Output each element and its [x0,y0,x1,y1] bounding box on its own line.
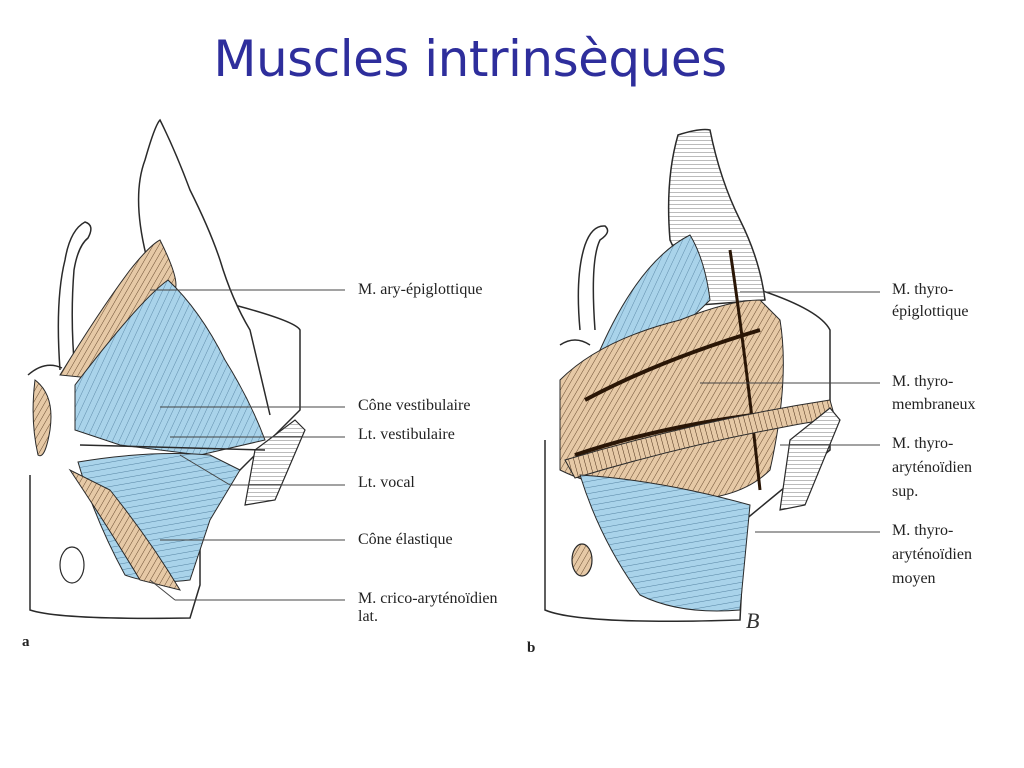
larynx-illustration [27,118,880,622]
panel-letter-a: a [22,634,30,650]
label-thyro-arytenoidien-sup-2: aryténoïdien [892,459,972,476]
panel-letter-b: b [527,640,536,656]
label-thyro-arytenoidien-moyen-1: M. thyro- [892,522,954,539]
label-cone-vestibulaire: Cône vestibulaire [358,397,471,414]
label-crico-arytenoidien-lat: lat. [358,608,378,625]
label-cone-elastique: Cône élastique [358,531,453,548]
label-thyro-arytenoidien-moyen-2: aryténoïdien [892,546,972,563]
label-thyro-arytenoidien-sup-1: M. thyro- [892,435,954,452]
label-ary-epiglottique: M. ary-épiglottique [358,281,483,298]
label-thyro-epiglottique-2: épiglottique [892,303,969,320]
slide-title: Muscles intrinsèques [213,30,727,88]
label-thyro-membraneux-1: M. thyro- [892,373,954,390]
label-lt-vocal: Lt. vocal [358,474,415,491]
label-thyro-membraneux-2: membraneux [892,396,976,413]
label-thyro-arytenoidien-moyen-3: moyen [892,570,936,587]
label-thyro-epiglottique-1: M. thyro- [892,281,954,298]
artist-signature: B [746,608,760,633]
label-crico-arytenoidien: M. crico-aryténoïdien [358,590,498,607]
label-thyro-arytenoidien-sup-3: sup. [892,483,919,500]
label-lt-vestibulaire: Lt. vestibulaire [358,426,455,443]
panel-a-drawing [27,118,345,620]
panel-b-drawing [544,128,880,622]
